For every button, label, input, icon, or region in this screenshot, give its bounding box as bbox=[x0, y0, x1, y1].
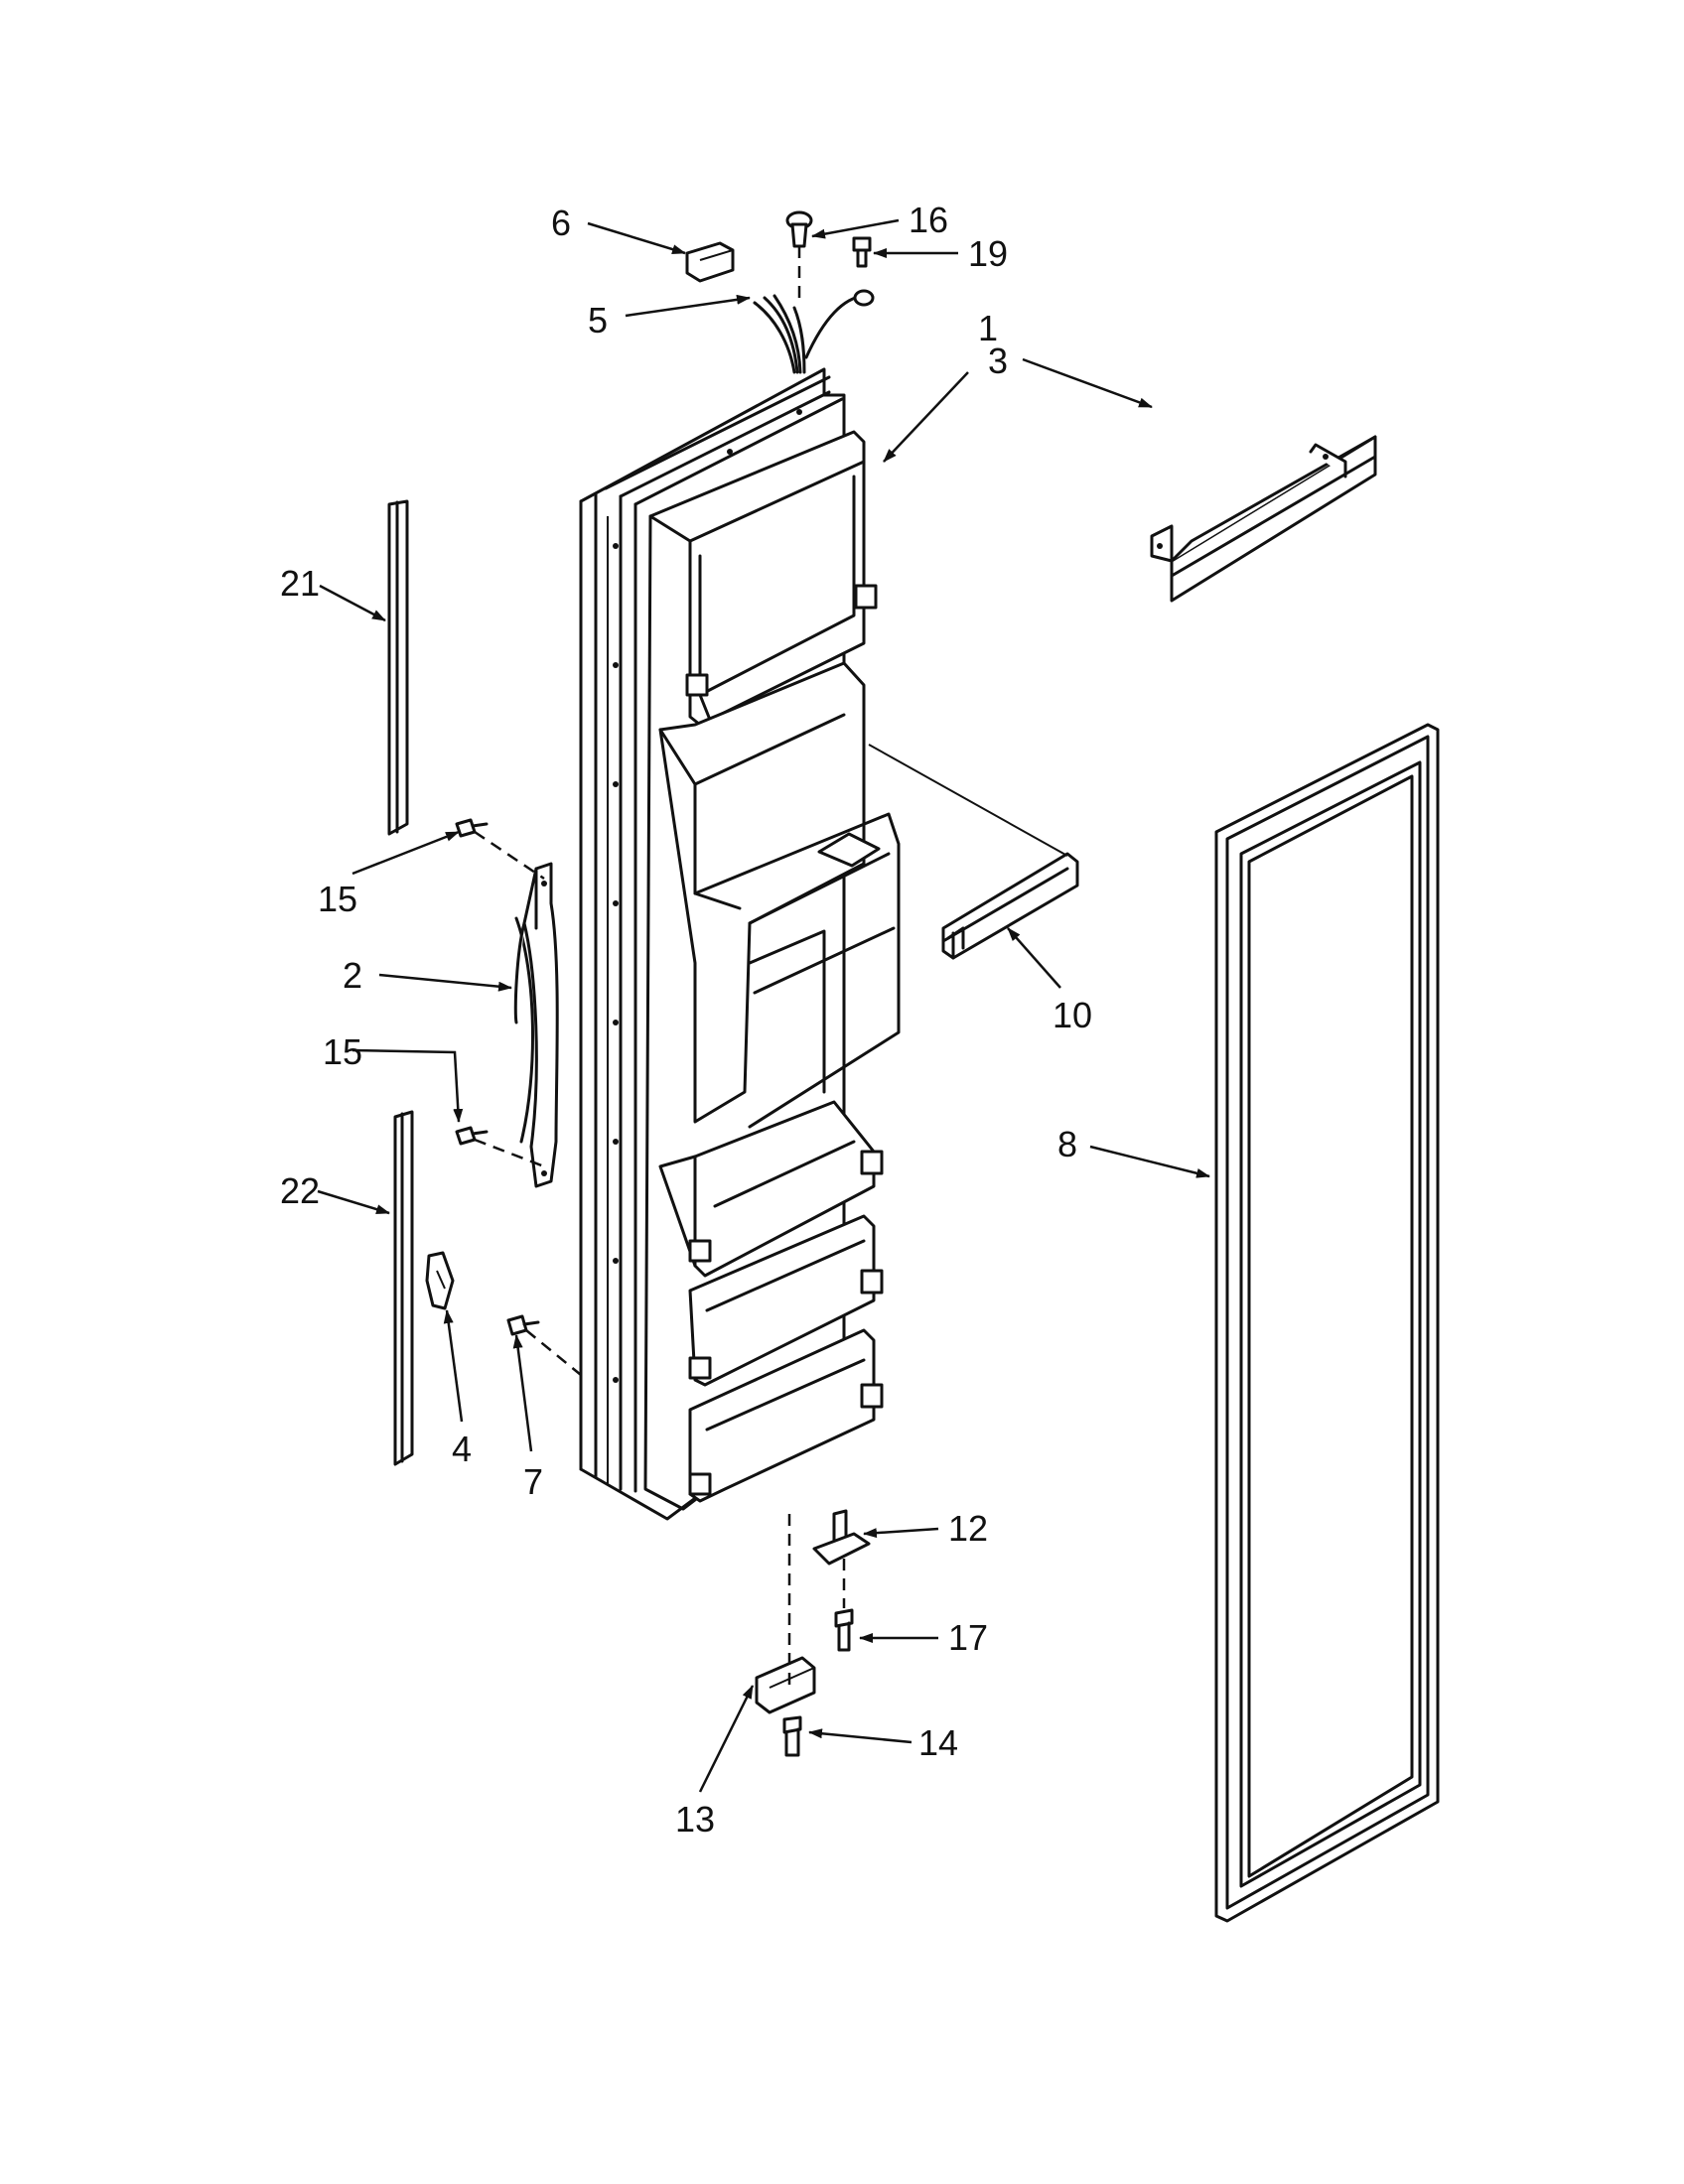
callout-17: 17 bbox=[948, 1617, 988, 1658]
door-rivets bbox=[613, 409, 802, 1383]
callout-8: 8 bbox=[1057, 1124, 1077, 1164]
callout-13: 14 bbox=[918, 1722, 958, 1763]
door-assembly bbox=[579, 367, 901, 1521]
callout-16: 16 bbox=[909, 200, 948, 240]
part-4-clip bbox=[425, 1251, 455, 1310]
callout-6: 6 bbox=[551, 203, 571, 243]
callout-2: 2 bbox=[343, 955, 362, 996]
callout-22: 22 bbox=[280, 1170, 320, 1211]
part-8-door-gasket bbox=[1214, 723, 1440, 1923]
part-10-dispenser-rail bbox=[941, 852, 1079, 960]
callout-3: 3 bbox=[988, 341, 1008, 381]
part-19-screw bbox=[852, 236, 872, 268]
callout-12: 12 bbox=[948, 1508, 988, 1549]
callout-1: 1 bbox=[978, 308, 998, 348]
callout-14: 13 bbox=[675, 1799, 715, 1840]
part-17-screw bbox=[834, 1608, 854, 1652]
part-22-trim-strip bbox=[393, 1110, 414, 1466]
callout-10: 10 bbox=[1052, 995, 1092, 1035]
callout-4: 4 bbox=[452, 1429, 472, 1469]
part-6-connector bbox=[685, 241, 735, 283]
callout-15-top: 15 bbox=[318, 879, 357, 919]
part-3-shelf-bar bbox=[1150, 435, 1377, 603]
part-16-plug bbox=[785, 210, 813, 248]
part-14-hinge-block bbox=[755, 1656, 816, 1714]
callout-7: 7 bbox=[523, 1461, 543, 1502]
part-15-screw-top bbox=[455, 818, 489, 838]
part-5-wire-harness bbox=[753, 289, 875, 374]
part-21-trim-strip bbox=[387, 499, 409, 836]
part-12-hinge-pin bbox=[812, 1509, 871, 1566]
part-13-screw bbox=[782, 1715, 802, 1757]
callout-5: 5 bbox=[588, 300, 608, 341]
callout-19: 19 bbox=[968, 233, 1008, 274]
leader-lines bbox=[317, 218, 1210, 1793]
callout-21: 21 bbox=[280, 563, 320, 604]
part-7-screw bbox=[506, 1314, 540, 1336]
part-2-handle bbox=[513, 862, 559, 1188]
callout-15-bottom: 15 bbox=[323, 1031, 362, 1072]
